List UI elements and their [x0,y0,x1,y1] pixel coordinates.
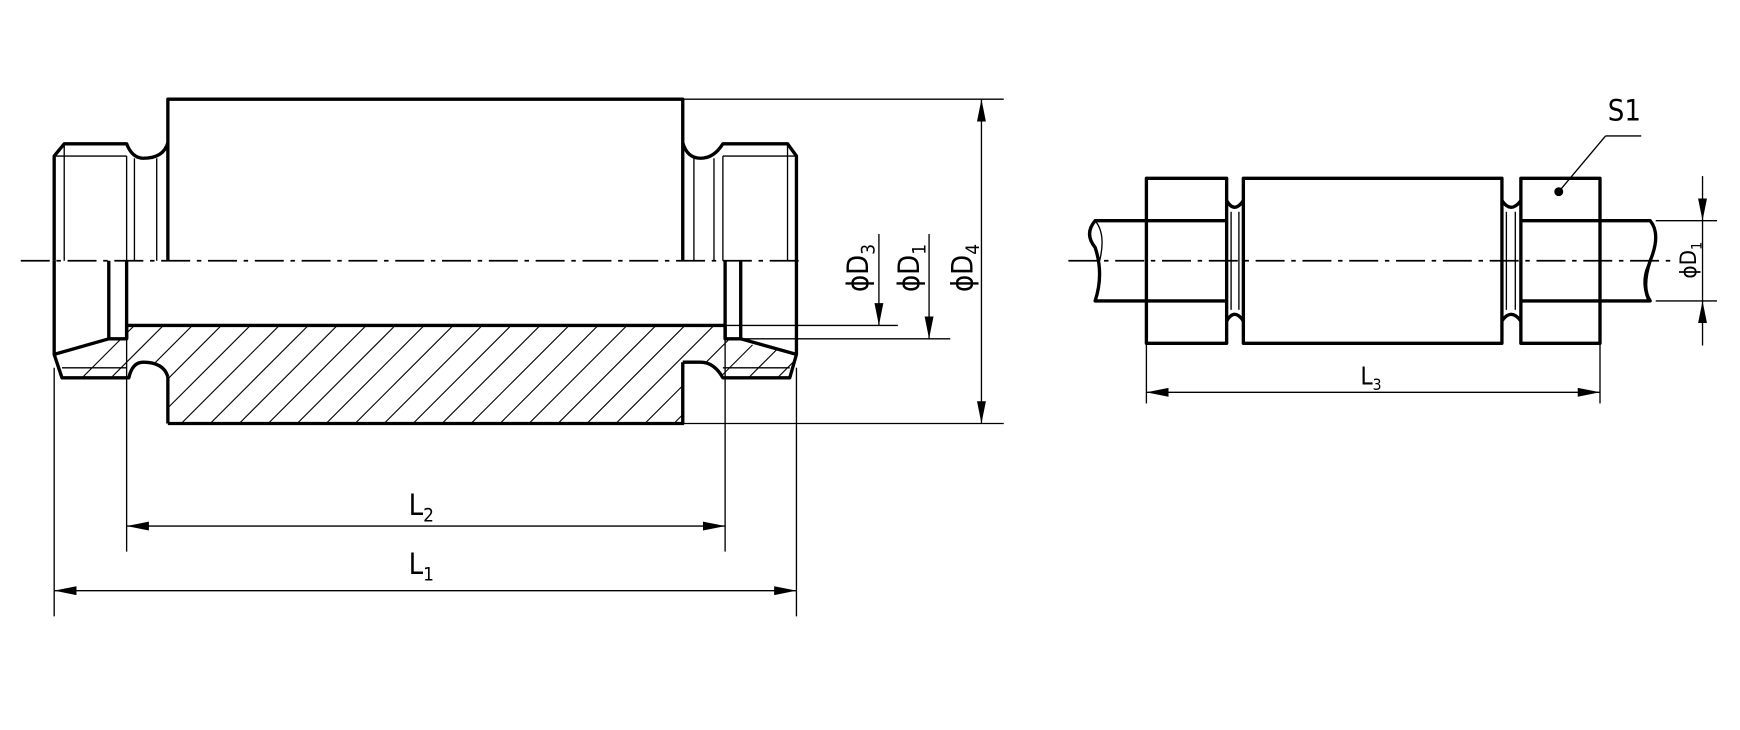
hatch-line [370,325,494,424]
hatch-line [312,325,436,424]
hatch-line [225,325,349,424]
svg-text:ϕD3: ϕD3 [841,244,880,292]
right-end-upper [681,142,799,261]
right-end-lower [682,260,799,380]
hatch-line [167,325,291,424]
hatch-line [631,325,755,424]
right-pipe [1600,219,1658,303]
hatch-line [428,325,552,424]
assembly-view: S1 L3 ϕD1 [1068,93,1718,404]
body [1241,176,1504,345]
dimension-d1-assembly: ϕD1 [1655,176,1718,346]
hatch-line [283,325,407,424]
svg-text:ϕD1: ϕD1 [1676,242,1706,279]
hatch-line [892,314,1015,437]
svg-text:ϕD1: ϕD1 [892,244,931,292]
s1-label: S1 [1608,93,1641,127]
hatch-line [457,325,581,424]
hatch-line [834,314,957,437]
hatch-line [254,325,378,424]
hatch-line [138,325,262,424]
dimension-d3: ϕD3 [725,234,898,327]
hatch-line [805,314,928,437]
left-end-lower [52,260,170,380]
d4-label: ϕD [946,255,980,292]
hatch-line [515,325,639,424]
l1-label: L [409,547,424,581]
svg-text:L3: L3 [1360,362,1381,395]
hatch-line [196,325,320,424]
body-outline [166,97,685,261]
left-nut [1144,176,1229,345]
dimension-l1: L1 [53,367,798,617]
d3-label: ϕD [841,255,875,292]
dimension-l3: L3 [1145,343,1601,404]
hatch-line [573,325,697,424]
hatch-line [718,325,797,424]
hatch-line [602,325,726,424]
s1-callout: S1 [1554,93,1642,197]
hatched-section [54,314,1015,437]
right-nut [1519,176,1602,345]
hatch-line [486,325,610,424]
d1-assembly-label: ϕD [1676,250,1702,279]
dimension-d4: ϕD4 [682,98,1004,425]
l2-label: L [409,488,424,522]
hatch-line [399,325,523,424]
dimension-l2: L2 [125,338,726,552]
hatch-line [80,325,204,424]
hatch-line [341,325,465,424]
svg-text:L2: L2 [409,488,434,527]
left-end-upper [52,142,170,261]
svg-text:L1: L1 [409,547,434,586]
section-view: ϕD4 ϕD3 ϕD1 L2 L1 [20,97,1015,617]
d1-label: ϕD [892,255,926,292]
hatch-line [689,325,797,424]
svg-text:ϕD4: ϕD4 [946,244,985,292]
hatch-line [863,314,986,437]
hatch-line [54,325,175,424]
hatch-line [747,325,797,424]
dimension-d1: ϕD1 [740,234,951,340]
hatch-line [544,325,668,424]
l3-label: L [1360,362,1373,391]
left-pipe [1087,219,1147,303]
